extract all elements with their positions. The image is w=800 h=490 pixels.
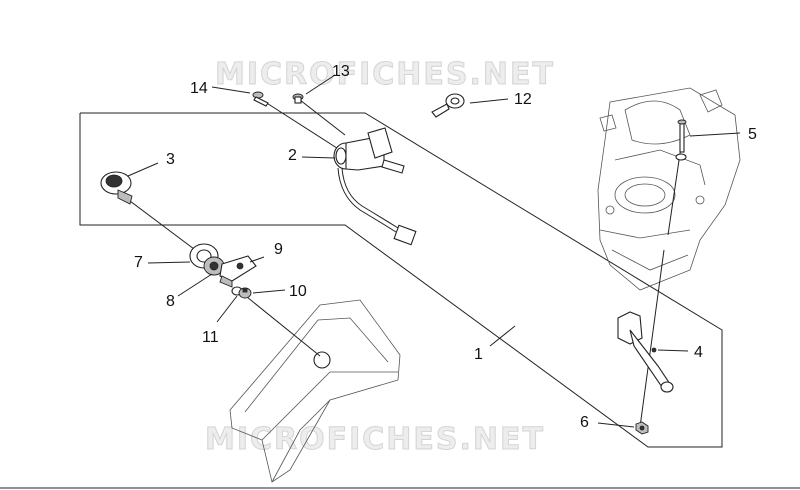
part-9-bracket [219,255,257,288]
watermark-top: MICROFICHES.NET [215,57,555,92]
callout-7: 7 [134,254,143,271]
callout-9: 9 [274,241,283,258]
part-4-latch [617,311,674,393]
part-2-ignition-switch [333,127,417,246]
callout-12: 12 [514,91,532,108]
part-10-screw [238,287,252,299]
callout-13: 13 [332,63,350,80]
fairing-hole [313,351,331,369]
callout-4: 4 [694,344,703,361]
callout-8: 8 [166,293,175,310]
callout-6: 6 [580,414,589,431]
callout-11: 11 [202,329,219,346]
callout-10: 10 [289,283,307,300]
part-12-key [431,93,465,118]
callout-3: 3 [166,151,175,168]
frame-chassis-sketch [597,87,741,291]
callout-5: 5 [748,126,757,143]
callout-14: 14 [190,80,208,97]
callout-2: 2 [288,147,297,164]
assembly-outline [79,112,723,448]
part-6-nut [635,421,649,435]
part-14-screw [252,91,269,107]
part-13-screw [292,93,304,104]
callout-1: 1 [474,346,483,363]
watermark-bottom: MICROFICHES.NET [205,422,545,457]
callout-leaders [127,74,741,428]
part-3-cap [100,171,133,205]
fairing-panel-sketch [229,299,401,483]
part-5-bolt [675,119,687,161]
